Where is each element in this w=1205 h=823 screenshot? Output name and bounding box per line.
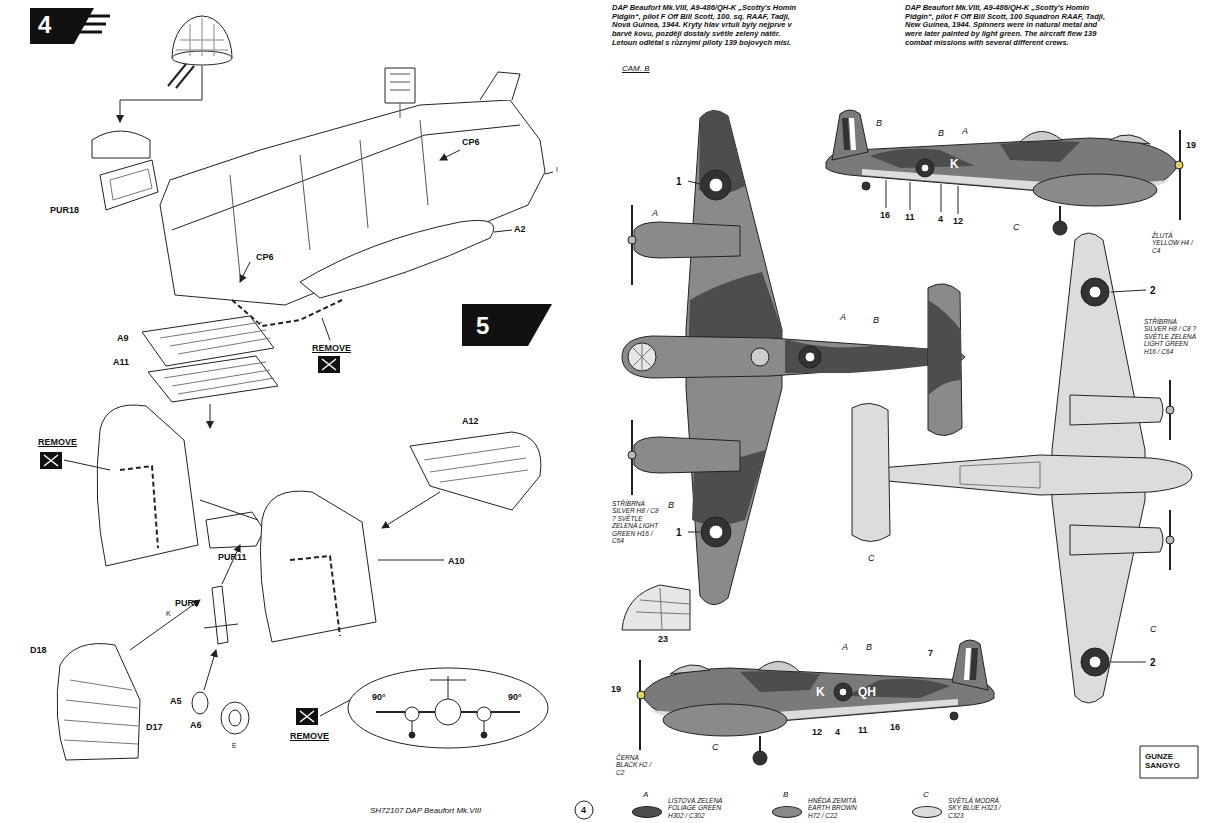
remove-note: REMOVE [312,343,351,353]
legend-text: SVĚTLÁ MODRÁ SKY BLUE H323 / C323 [948,797,1006,819]
callout-number: 1 [676,176,682,188]
color-callout: C [1150,624,1157,634]
part-label: A12 [462,416,479,426]
legend-swatch [772,806,802,818]
part-label: A10 [448,556,465,566]
color-callout: B [873,315,879,325]
remove-note: REMOVE [290,731,329,741]
code-letter: K [816,686,825,700]
color-callout: C [712,742,719,752]
callout-number: 4 [835,727,840,737]
color-callout: B [938,128,944,138]
angle-label: 90° [372,692,386,702]
callout-number: 7 [928,648,933,658]
color-callout: C [1013,222,1020,232]
maker-logo: GUNZE SANGYO [1145,752,1191,770]
color-callout: A [840,312,846,322]
color-note: STŘÍBRNÁ SILVER H8 / C8 ? SVĚTLE ZELENÁ … [612,500,664,545]
callout-number: 19 [611,684,621,694]
callout-number: 16 [880,210,890,220]
code-letter: QH [858,686,876,700]
part-mark: E [232,742,237,750]
callout-number: 16 [890,722,900,732]
part-label: A11 [113,357,129,367]
color-callout: C [868,553,875,563]
color-callout: A [842,642,848,652]
legend-letter: A [643,790,648,799]
color-callout: A [652,208,658,218]
legend-letter: B [783,790,788,799]
part-label: PUR18 [50,205,79,215]
color-callout: A [962,126,968,136]
part-label: D18 [30,645,47,655]
callout-number: 12 [953,216,963,226]
step-number: 5 [476,312,489,340]
callout-number: 12 [812,727,822,737]
part-label: D17 [146,722,163,732]
callout-number: 2 [1150,285,1156,297]
callout-number: 1 [676,527,682,539]
color-note: STŘÍBRNÁ SILVER H8 / C8 ? SVĚTLE ZELENÁ … [1144,318,1201,355]
legend-swatch [912,806,942,818]
angle-label: 90° [508,692,522,702]
remove-note: REMOVE [38,437,77,447]
part-label: A5 [170,696,182,706]
part-label: A2 [514,224,526,234]
page-number: 4 [581,805,586,815]
part-label: PUR9 [175,598,199,608]
part-label: CP6 [462,137,480,147]
legend-text: HNĚDÁ ZEMITÁ EARTH BROWN H72 / C22 [808,797,866,819]
scheme-note: DAP Beaufort Mk.VIII, A9-486/QH-K „Scott… [905,4,1110,47]
callout-number: 11 [858,725,868,735]
legend-swatch [632,806,662,818]
part-mark: I [556,166,558,174]
callout-number: 23 [658,634,668,644]
page-footer: SH72107 DAP Beaufort Mk.VIII [370,806,481,815]
part-mark: K [166,610,171,618]
step-number: 4 [38,11,51,39]
part-label: A6 [190,720,202,730]
code-letter: K [950,158,959,172]
part-label: PUR11 [218,552,247,562]
legend-text: LISTOVÁ ZELENÁ FOLIAGE GREEN H302 / C302 [668,797,726,819]
legend-letter: C [923,790,929,799]
color-callout: B [876,118,882,128]
callout-number: 2 [1150,657,1156,669]
callout-number: 11 [905,212,915,222]
part-label: CP6 [256,252,274,262]
color-callout: B [668,500,674,510]
scheme-code: CAM. B [622,64,650,73]
color-callout: B [866,642,872,652]
part-label: A9 [117,333,129,343]
color-note: ŽLUTÁ YELLOW H4 / C4 [1152,232,1198,254]
scheme-note: DAP Beaufort Mk.VIII, A9-486/QH-K „Scott… [612,4,807,47]
callout-number: 4 [938,214,943,224]
color-note: ČERNÁ BLACK H2 / C2 [616,754,660,776]
callout-number: 19 [1186,140,1196,150]
